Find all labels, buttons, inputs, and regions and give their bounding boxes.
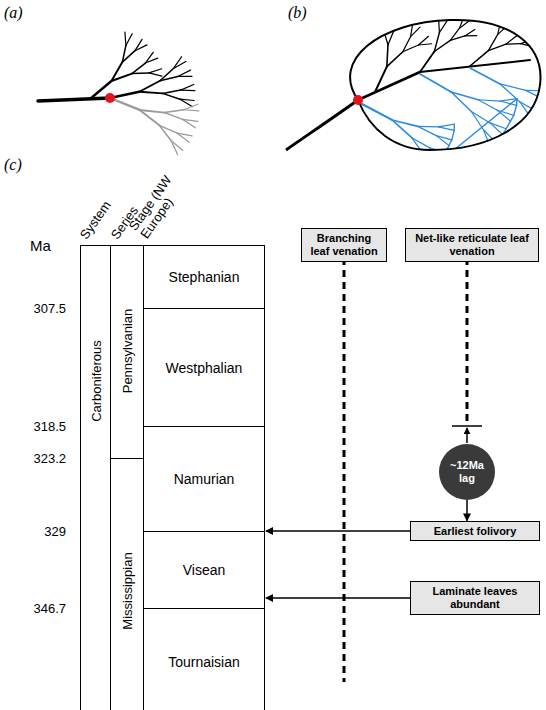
period-column: Mississippian [110,458,144,710]
panel-label: (a) [4,4,23,22]
period-column: Carboniferous [80,245,111,710]
panel-label: (b) [288,4,307,22]
stage-name: Mississippian [120,552,135,629]
event-box: Laminate leaves abundant [410,581,540,614]
range-line [466,258,469,426]
event-text: Branching leaf venation [306,232,382,257]
stage-name: Stephanian [144,269,264,285]
stage-name: Pennsylvanian [120,309,135,394]
event-arrow [266,530,410,532]
stage-cell: Visean [143,531,265,609]
stage-cell: Tournaisian [143,608,265,710]
column-header: Stage (NW Europe) [127,162,195,242]
age-value: 329 [44,524,66,539]
age-value: 346.7 [33,601,66,616]
branching-leaf [38,32,199,154]
branch-point [353,95,363,105]
stage-name: Carboniferous [88,340,103,422]
event-text: Earliest folivory [415,525,535,538]
lag-arrow [466,428,468,443]
event-text: ~12Ma lag [444,459,490,484]
column-header: System [77,198,114,242]
event-arrow [466,500,468,521]
range-tick [452,425,482,427]
stage-name: Namurian [144,471,264,487]
reticulate-leaf [286,6,546,169]
stage-name: Westphalian [144,360,264,376]
event-box: Net-like reticulate leaf venation [405,228,539,261]
branch-point [105,93,115,103]
age-value: 318.5 [33,419,66,434]
range-line [343,258,346,682]
panel-label: (c) [4,156,22,174]
event-text: Laminate leaves abundant [415,585,535,610]
age-value: 307.5 [33,301,66,316]
stage-cell: Namurian [143,426,265,532]
stage-name: Tournaisian [144,654,264,670]
stage-name: Visean [144,562,264,578]
event-text: Net-like reticulate leaf venation [410,232,534,257]
event-box: Branching leaf venation [301,228,387,261]
event-box: Earliest folivory [410,521,540,542]
period-column: Pennsylvanian [110,245,144,459]
age-value: 323.2 [33,451,66,466]
stage-cell: Stephanian [143,245,265,309]
event-arrow [266,597,410,599]
lag-circle: ~12Ma lag [439,444,495,500]
stage-cell: Westphalian [143,308,265,427]
axis-title: Ma [30,237,51,254]
